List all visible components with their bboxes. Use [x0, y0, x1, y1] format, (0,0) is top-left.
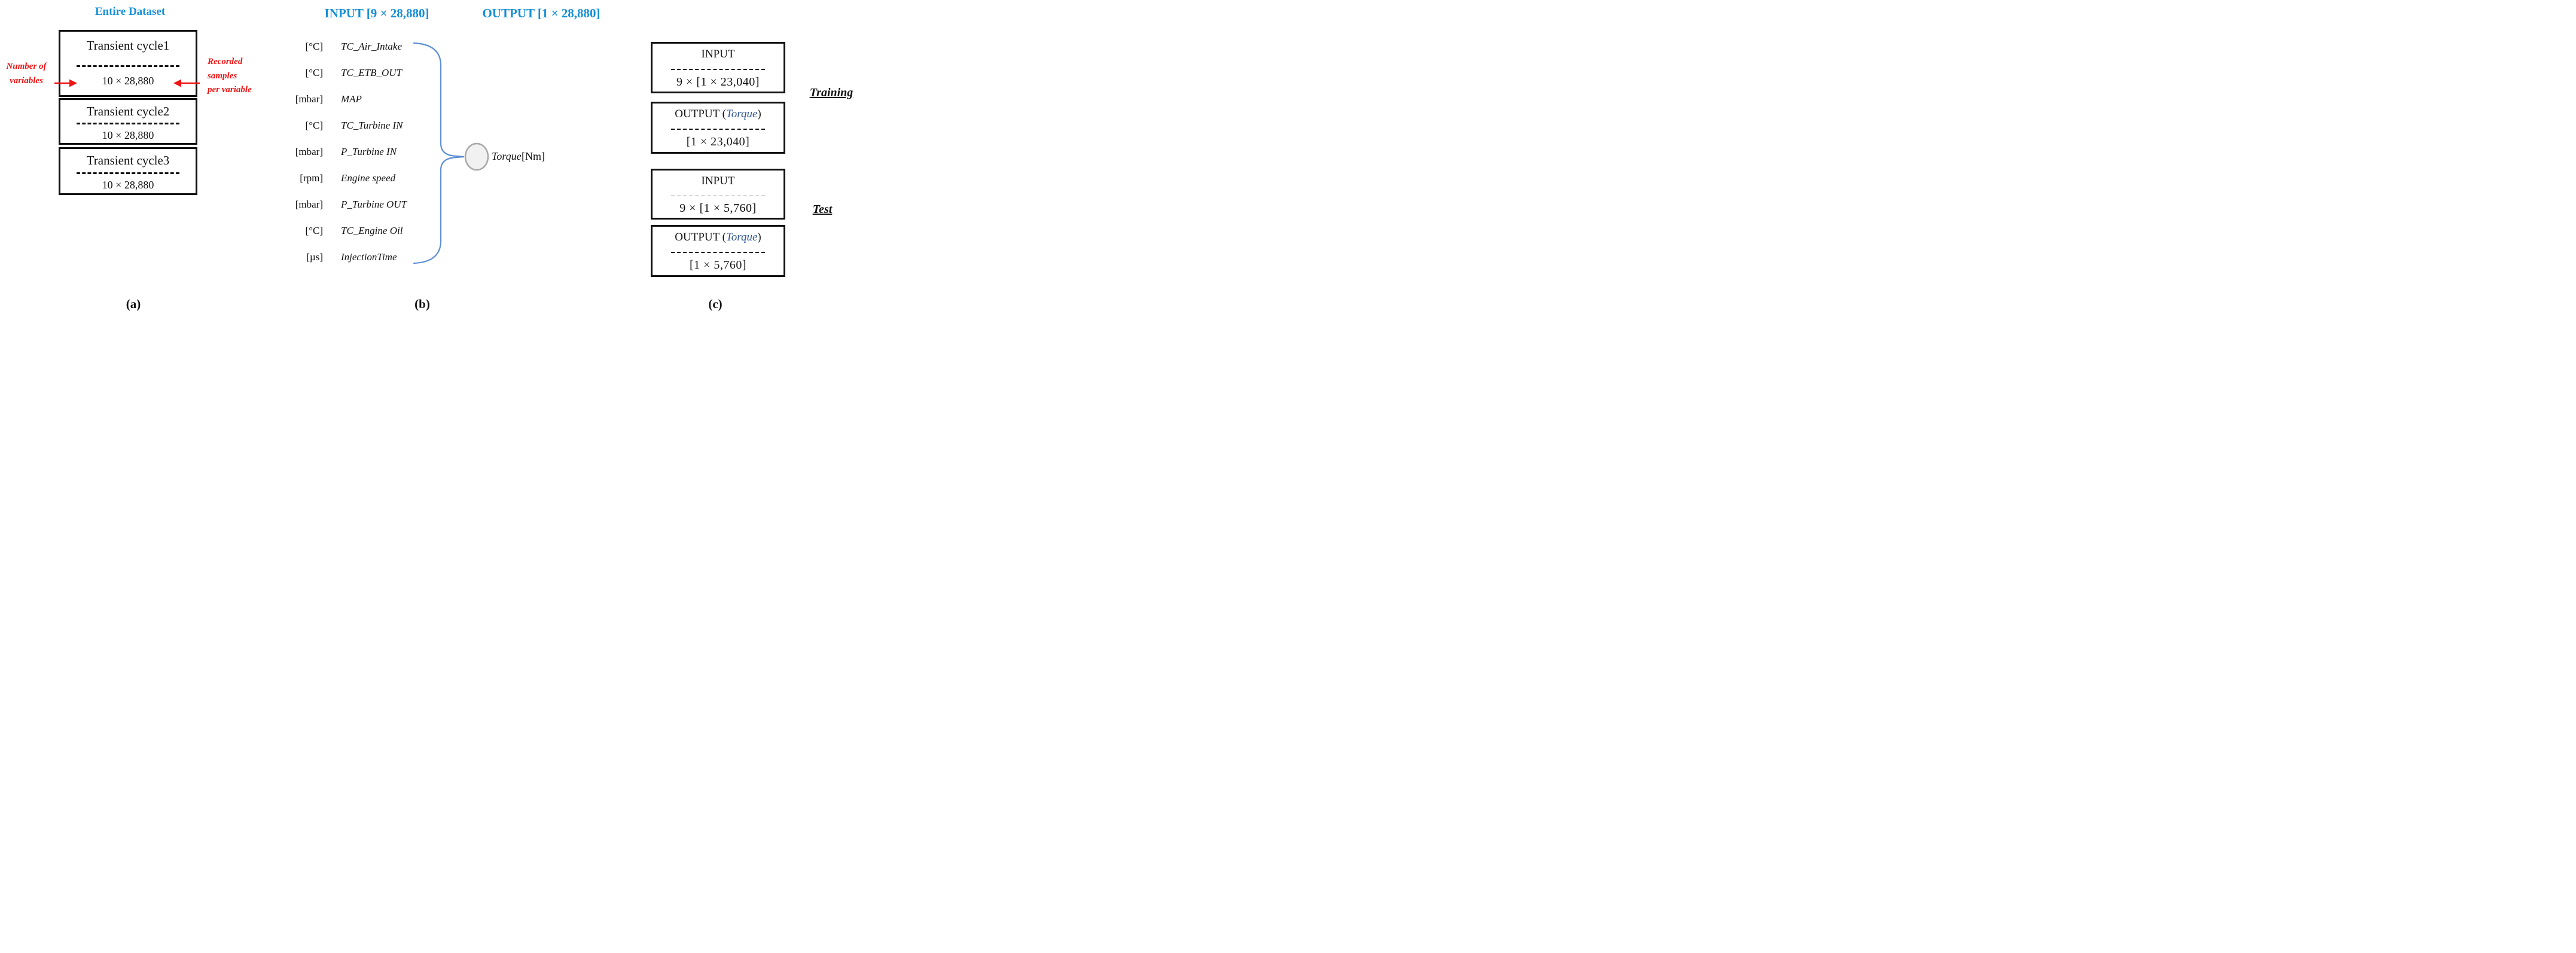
training-input-size: 9 × [1 × 23,040] [676, 75, 760, 89]
cycle2-matrix-size: 10 × 28,880 [102, 129, 154, 141]
cycle1-matrix-size: 10 × 28,880 [102, 75, 154, 87]
variable-name: TC_Engine Oil [341, 225, 403, 236]
input-grouping-brace [413, 42, 465, 264]
training-output-title: OUTPUT (Torque) [653, 108, 784, 121]
variable-name: P_Turbine OUT [341, 199, 407, 210]
box-title-text: OUTPUT ( [675, 231, 726, 244]
variable-unit: [°C] [305, 225, 323, 236]
test-output-box: OUTPUT (Torque) [1 × 5,760] [651, 225, 785, 277]
variable-unit: [°C] [305, 67, 323, 78]
test-output-size: [1 × 5,760] [689, 258, 747, 272]
note-line: Recorded [208, 57, 243, 66]
test-input-dashed-divider [670, 195, 766, 197]
box-title-text: INPUT [701, 48, 735, 61]
variable-name: P_Turbine IN [341, 146, 397, 157]
box-title-torque: Torque [725, 231, 758, 244]
caption-a: (a) [126, 297, 141, 311]
box-title-torque: Torque [725, 108, 758, 121]
number-of-variables-note: Number of variables [1, 60, 51, 88]
variable-unit: [rpm] [300, 172, 323, 184]
variable-unit: [mbar] [295, 146, 323, 157]
test-output-title: OUTPUT (Torque) [653, 231, 784, 244]
recorded-samples-note: Recorded samples per variable [208, 55, 273, 98]
training-input-title: INPUT [653, 48, 784, 61]
variable-name: InjectionTime [341, 251, 397, 263]
entire-dataset-title: Entire Dataset [94, 5, 166, 18]
variable-name: MAP [341, 93, 362, 105]
transient-cycle1-box: Transient cycle1 10 × 28,880 [59, 30, 197, 97]
variable-name: TC_Air_Intake [341, 41, 402, 52]
cycle2-label: Transient cycle2 [86, 104, 170, 119]
torque-node-label: Torque [492, 150, 522, 162]
variable-name: TC_Turbine IN [341, 120, 403, 131]
variable-unit: [°C] [305, 120, 323, 131]
training-input-box: INPUT 9 × [1 × 23,040] [651, 42, 785, 93]
input-dimensions-header: INPUT [9 × 28,880] [324, 6, 429, 20]
cycle3-matrix-size: 10 × 28,880 [102, 179, 154, 191]
test-output-dashed-divider [670, 252, 766, 254]
test-input-size: 9 × [1 × 5,760] [679, 202, 757, 215]
cycle3-dashed-divider [77, 172, 179, 175]
test-input-title: INPUT [653, 175, 784, 188]
box-title-text: OUTPUT ( [675, 108, 726, 121]
box-title-suffix: ) [757, 231, 761, 244]
variable-unit: [mbar] [295, 93, 323, 105]
cycle1-label: Transient cycle1 [86, 38, 170, 53]
training-output-box: OUTPUT (Torque) [1 × 23,040] [651, 102, 785, 154]
box-title-text: INPUT [701, 175, 735, 188]
cycle2-dashed-divider [77, 123, 179, 125]
cycle3-label: Transient cycle3 [86, 153, 170, 168]
variable-unit: [µs] [306, 251, 323, 263]
output-dimensions-header: OUTPUT [1 × 28,880] [482, 6, 600, 20]
training-split-label: Training [809, 86, 853, 99]
caption-c: (c) [708, 297, 723, 311]
test-split-label: Test [812, 203, 833, 216]
transient-cycle2-box: Transient cycle2 10 × 28,880 [59, 98, 197, 145]
box-title-suffix: ) [757, 108, 761, 121]
variable-unit: [°C] [305, 41, 323, 52]
variable-name: Engine speed [341, 172, 396, 184]
caption-b: (b) [414, 297, 430, 311]
torque-node-unit: [Nm] [522, 150, 545, 162]
training-output-size: [1 × 23,040] [686, 135, 750, 149]
torque-node-circle [464, 142, 489, 171]
note-line: samples [208, 71, 237, 81]
note-line: variables [10, 75, 43, 86]
training-input-dashed-divider [670, 68, 766, 70]
variable-unit: [mbar] [295, 199, 323, 210]
transient-cycle3-box: Transient cycle3 10 × 28,880 [59, 147, 197, 195]
training-output-dashed-divider [670, 129, 766, 130]
test-input-box: INPUT 9 × [1 × 5,760] [651, 169, 785, 220]
figure-dataset-splitting-diagram: Entire Dataset Transient cycle1 10 × 28,… [0, 0, 859, 318]
variable-name: TC_ETB_OUT [341, 67, 403, 78]
note-line: per variable [208, 85, 252, 95]
note-line: Number of [6, 62, 47, 71]
cycle1-dashed-divider [77, 65, 179, 68]
